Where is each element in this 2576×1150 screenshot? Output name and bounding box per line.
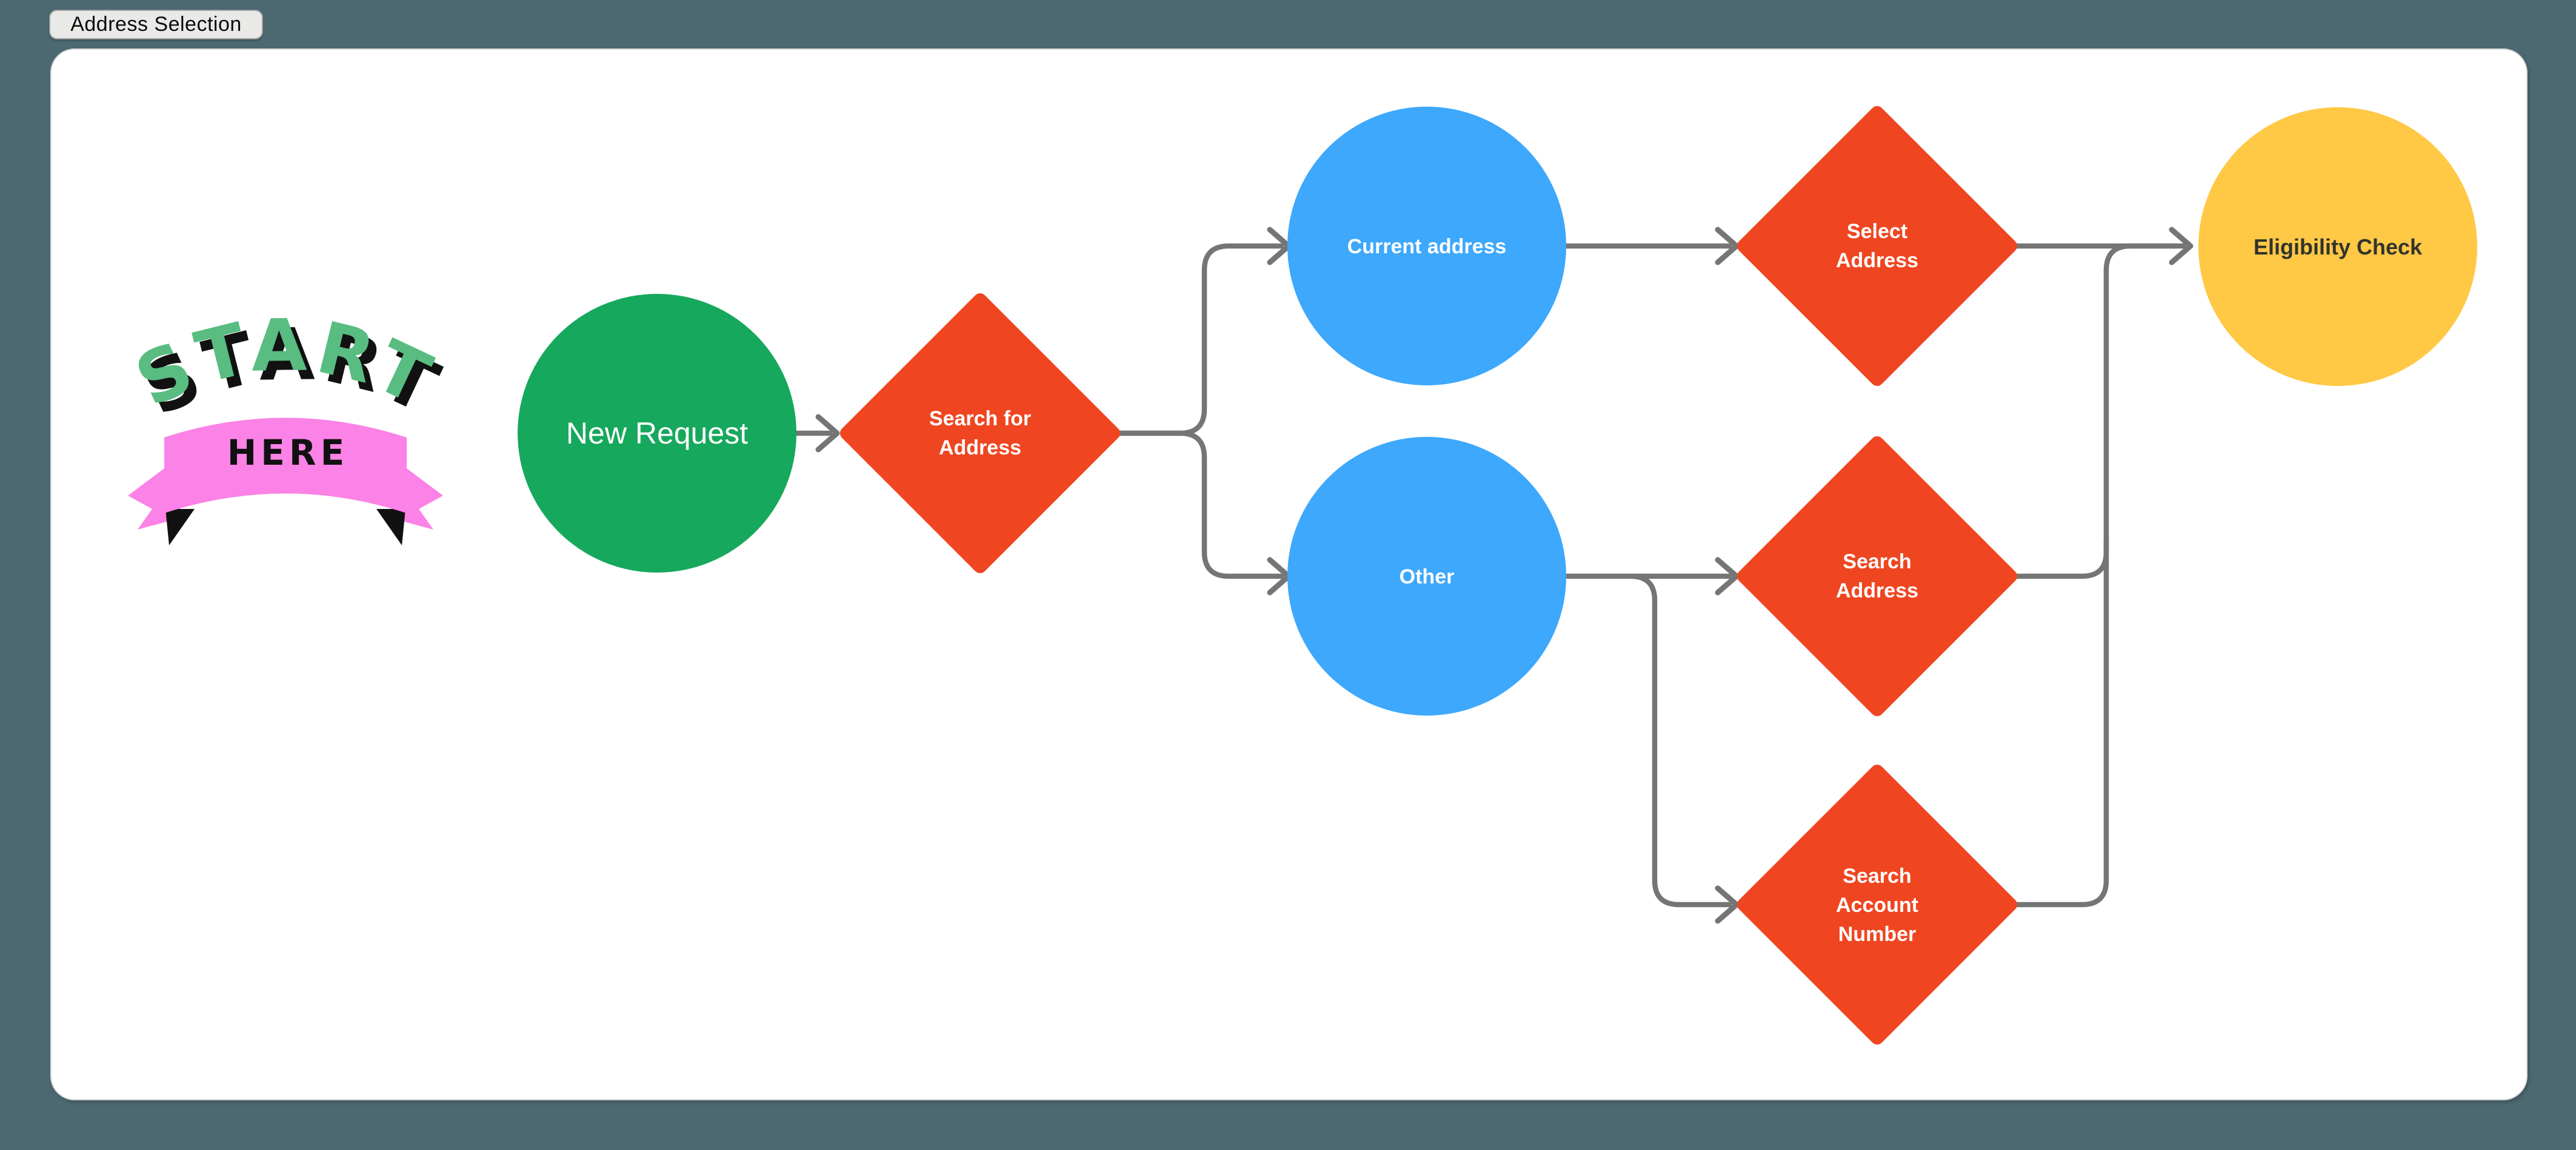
start-word-green: START [123,303,448,423]
edge-search-address-to-eligibility-check[interactable] [2014,536,2109,579]
node-label: Other [1400,565,1455,588]
banner-fold-left [165,509,195,545]
svg-text:START: START [123,303,448,423]
node-eligibility-check[interactable]: Eligibility Check [2198,107,2477,386]
select-address-shape [1737,106,2017,386]
edge-other-to-search-address[interactable] [1563,557,1740,596]
new-request-shape [518,294,796,573]
edge-search-for-address-to-current-address[interactable] [1116,227,1292,436]
board-tab-label: Address Selection [70,13,242,36]
node-new-request[interactable]: New Request [518,294,796,573]
node-label: Eligibility Check [2254,234,2423,259]
start-here-sticker[interactable]: START START HERE [123,303,456,545]
edge-new-request-to-search-for-address[interactable] [793,414,840,453]
edge-current-address-to-select-address[interactable] [1563,227,1740,265]
board-tab-address-selection[interactable]: Address Selection [49,10,263,39]
eligibility-check-shape [2198,107,2477,386]
arrowhead-icon [815,414,840,453]
edge-other-to-search-account-number[interactable] [1627,573,1740,924]
search-address-shape [1737,436,2017,716]
node-label: New Request [566,416,748,450]
edge-search-account-number-to-eligibility-check[interactable] [2014,243,2179,908]
here-banner: HERE [128,417,443,545]
arrowhead-icon [1715,885,1740,924]
arrowhead-icon [1715,227,1740,265]
other-shape [1287,437,1566,716]
current-address-shape [1287,107,1566,385]
banner-band [164,417,407,513]
edges-layer [793,227,2194,924]
edge-search-for-address-to-other[interactable] [1116,430,1292,596]
here-word-text: HERE [227,432,349,473]
banner-fold-right [376,509,405,545]
node-label: Current address [1347,235,1507,258]
node-other[interactable]: Other [1287,437,1566,716]
node-current-address[interactable]: Current address [1287,107,1566,385]
arrowhead-icon [1715,557,1740,596]
search-for-address-shape [840,293,1120,573]
arrowhead-icon [2169,227,2194,265]
start-word-text: START [123,303,442,423]
search-account-number-shape [1737,765,2017,1045]
